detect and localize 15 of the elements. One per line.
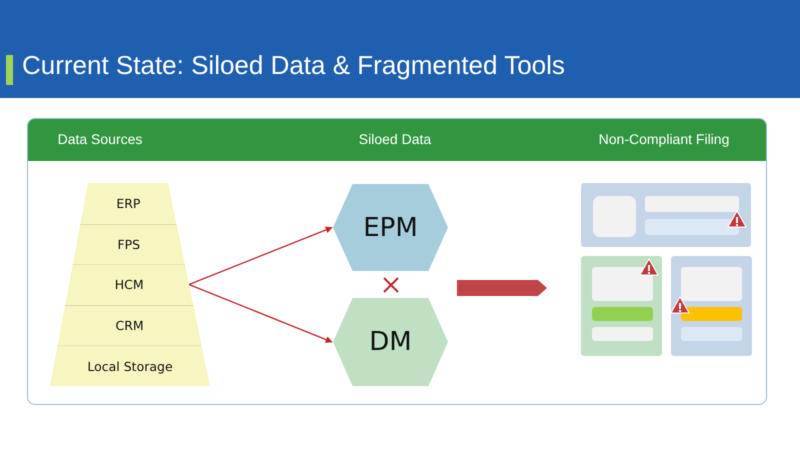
node-label: ERP — [116, 196, 140, 211]
node-label: DM — [369, 327, 412, 357]
node-label: HCM — [114, 277, 144, 292]
node-label: CRM — [115, 318, 144, 334]
trapezoid-slice — [65, 264, 194, 305]
column-heading: Data Sources — [58, 131, 142, 147]
slide-title: Current State: Siloed Data & Fragmented Tools — [22, 50, 565, 81]
node-label: EPM — [363, 212, 418, 242]
form-mockup-drawing — [581, 183, 753, 359]
column-heading: Non-Compliant Filing — [598, 131, 730, 147]
node-label: Local Storage — [87, 358, 173, 374]
arrow — [188, 284, 333, 343]
node-label: FPS — [117, 236, 140, 252]
arrow — [188, 226, 333, 286]
column-heading: Siloed Data — [358, 131, 432, 147]
